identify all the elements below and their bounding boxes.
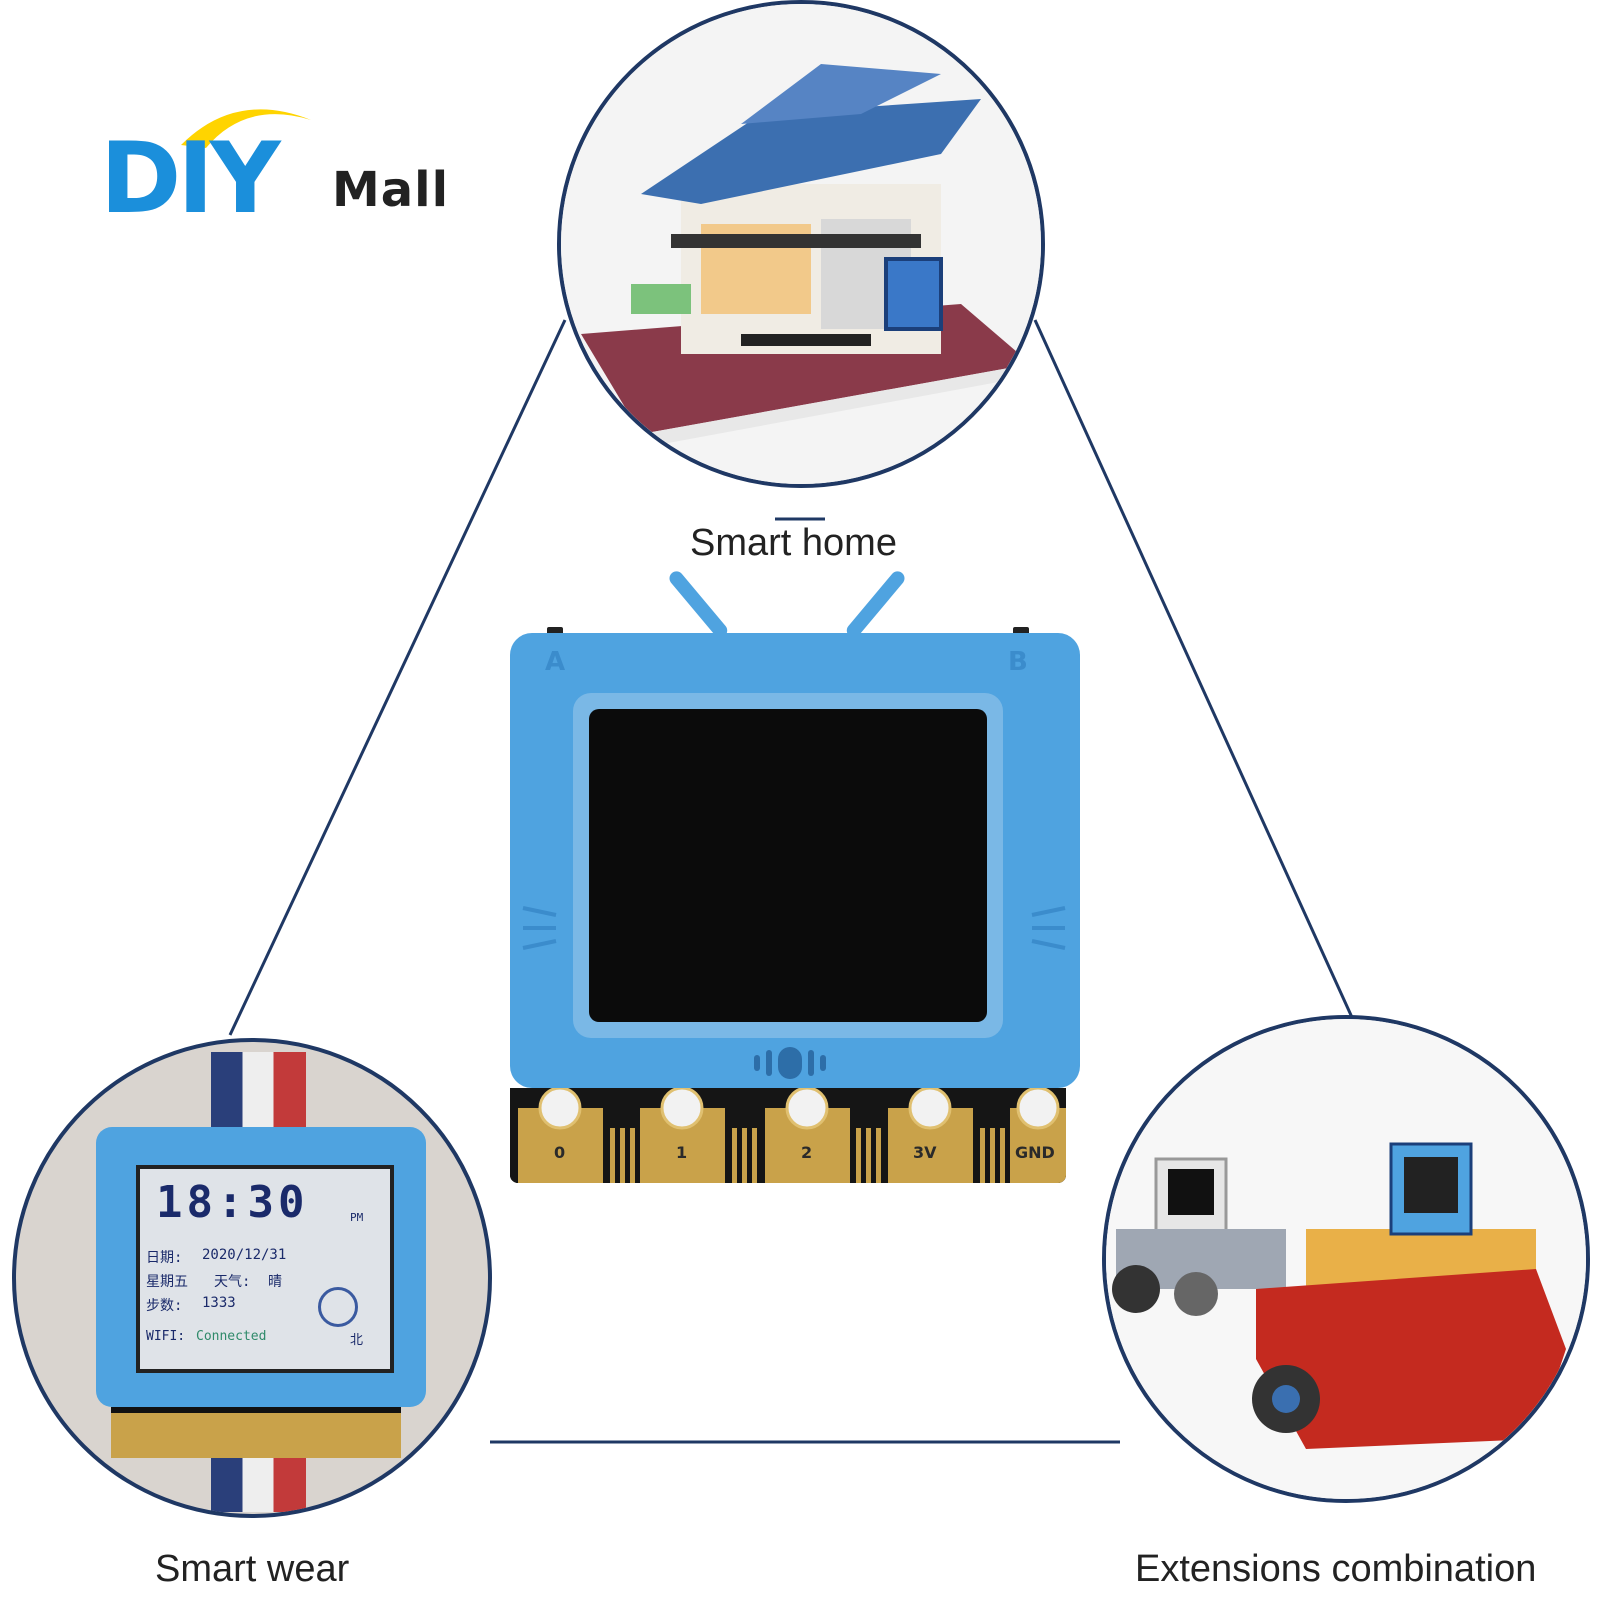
- whiskers-right-icon: [1031, 906, 1066, 950]
- watch-screen: 18:30 PM 日期: 2020/12/31 星期五 天气: 晴 步数: 13…: [136, 1165, 394, 1373]
- pin-label-0: 0: [554, 1143, 566, 1162]
- watch-weekday: 星期五: [146, 1274, 188, 1290]
- watch-connector: [111, 1407, 401, 1458]
- edge-connector: 0 1 2 3V GND: [510, 1088, 1066, 1183]
- watch-time: 18:30: [156, 1177, 309, 1228]
- pin-label-gnd: GND: [1015, 1143, 1055, 1162]
- watch-steps-label: 步数:: [146, 1298, 183, 1314]
- antenna-left: [666, 568, 731, 641]
- pin-label-3v: 3V: [913, 1143, 937, 1162]
- logo-mall-text: Mall: [332, 162, 450, 218]
- watch-date: 2020/12/31: [202, 1247, 287, 1263]
- watch-date-label: 日期:: [146, 1250, 183, 1266]
- watch-wifi-status: Connected: [196, 1329, 267, 1344]
- extensions-caption: Extensions combination: [1135, 1548, 1537, 1590]
- button-b-label: B: [1008, 647, 1028, 677]
- antenna-right: [843, 568, 908, 641]
- smart-home-image: [557, 0, 1045, 488]
- logo-diy-text: DIY: [100, 122, 281, 236]
- watch-compass-label: 北: [350, 1333, 364, 1348]
- whiskers-left-icon: [522, 906, 557, 950]
- compass-icon: [318, 1287, 358, 1327]
- device-board: A B: [505, 568, 1085, 1205]
- watch-ampm: PM: [350, 1211, 364, 1224]
- pin-label-1: 1: [676, 1143, 688, 1162]
- watch-wifi-label: WIFI:: [146, 1329, 186, 1344]
- side-button-b[interactable]: [1013, 627, 1029, 635]
- smart-wear-caption: Smart wear: [155, 1548, 350, 1590]
- watch-weather-label: 天气:: [214, 1274, 251, 1290]
- watch-device: 18:30 PM 日期: 2020/12/31 星期五 天气: 晴 步数: 13…: [96, 1127, 426, 1407]
- watch-steps: 1333: [202, 1295, 236, 1311]
- side-button-a[interactable]: [547, 627, 563, 635]
- robot-cars-illustration: [1106, 1019, 1586, 1499]
- button-a-label: A: [545, 647, 566, 677]
- extensions-image: [1102, 1015, 1590, 1503]
- device-screen: [573, 693, 1003, 1038]
- logo-swoosh: [181, 109, 311, 148]
- speaker-icon: [754, 1047, 826, 1079]
- smart-home-caption: Smart home: [690, 522, 897, 564]
- smart-wear-image: 18:30 PM 日期: 2020/12/31 星期五 天气: 晴 步数: 13…: [12, 1038, 492, 1518]
- diymall-logo: DIY Mall: [100, 90, 460, 230]
- watch-weather: 晴: [268, 1274, 282, 1290]
- pin-label-2: 2: [801, 1143, 813, 1162]
- house-illustration: [561, 4, 1041, 484]
